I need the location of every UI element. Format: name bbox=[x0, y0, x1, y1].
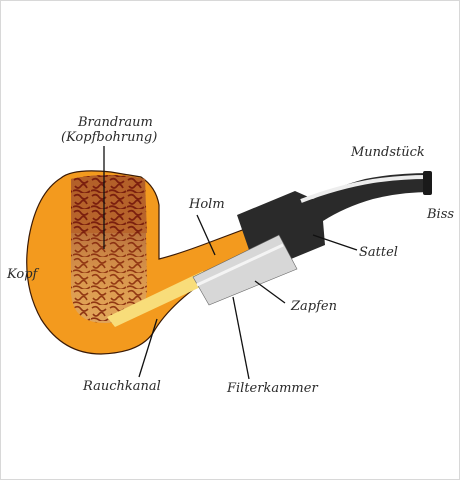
label-rauchkanal: Rauchkanal bbox=[83, 379, 161, 394]
label-zapfen: Zapfen bbox=[291, 299, 337, 314]
tenon bbox=[192, 234, 298, 306]
label-filterkammer: Filterkammer bbox=[227, 381, 318, 396]
label-kopfbohrung: (Kopfbohrung) bbox=[61, 130, 158, 145]
label-kopf: Kopf bbox=[7, 267, 38, 282]
smoke-channel bbox=[107, 271, 209, 327]
label-brandraum: Brandraum bbox=[78, 115, 153, 130]
label-holm: Holm bbox=[189, 197, 225, 212]
label-sattel: Sattel bbox=[359, 245, 398, 260]
label-biss: Biss bbox=[427, 207, 455, 222]
bite bbox=[423, 171, 432, 195]
leader-lines bbox=[103, 146, 358, 380]
label-mundstueck: Mundstück bbox=[351, 145, 425, 160]
